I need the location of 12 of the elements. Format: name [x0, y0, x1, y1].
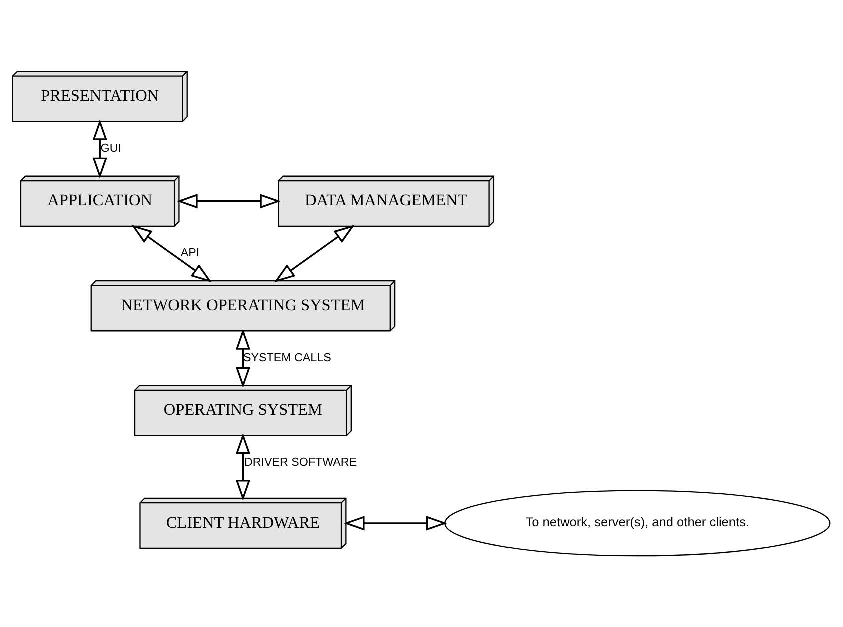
arrow: [344, 516, 448, 530]
arrow: [274, 224, 355, 282]
edge-label: GUI: [100, 141, 122, 154]
arrow: [92, 118, 108, 178]
arrow: [236, 432, 251, 501]
edge-label: DRIVER SOFTWARE: [244, 456, 358, 469]
edge-label: API: [180, 246, 200, 260]
arrow: [132, 224, 212, 282]
edge-label: SYSTEM CALLS: [243, 350, 332, 364]
node-ellipse: To network, server(s), and other clients.: [444, 490, 831, 556]
arrow: [236, 328, 251, 388]
arrow: [176, 194, 282, 208]
